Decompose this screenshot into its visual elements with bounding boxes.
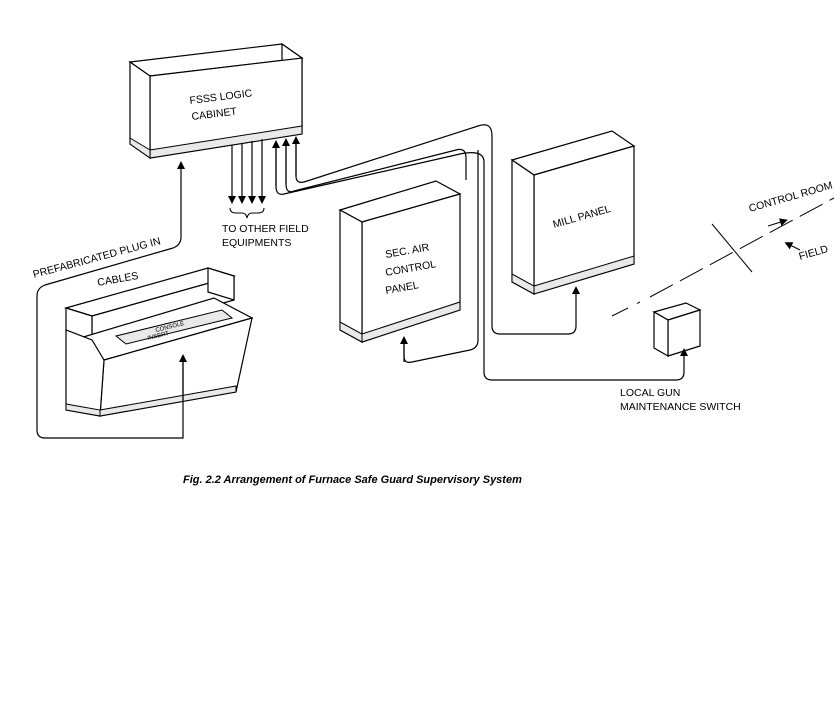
control-room-label: CONTROL ROOM [748,179,834,214]
fsss-label-line2: CABINET [191,105,238,123]
figure-caption: Fig. 2.2 Arrangement of Furnace Safe Gua… [183,474,522,486]
cable-to-mill-panel [295,124,580,335]
gun-switch-label-line2: MAINTENANCE SWITCH [620,401,741,413]
fsss-logic-cabinet: FSSS LOGIC CABINET [128,42,304,160]
brace-icon [229,207,265,219]
boundary-divider [611,197,835,317]
prefab-label-line2: CABLES [96,270,139,289]
cable-to-gun-switch [275,145,688,381]
cable-to-sec-air [285,143,467,193]
field-label: FIELD [798,243,830,263]
to-other-label-line2: EQUIPMENTS [222,237,291,249]
console-insert-line2: INSERT [147,331,170,342]
operator-console: CONSOLE INSERT [63,267,254,417]
to-other-label-line1: TO OTHER FIELD [222,223,309,235]
mill-panel: MILL PANEL [510,130,636,296]
sec-air-label-line3: PANEL [384,279,419,297]
prefab-cable-loop [36,161,185,439]
gun-switch-label-line1: LOCAL GUN [620,387,680,399]
local-gun-maintenance-switch [652,302,702,358]
field-equipment-arrows [228,139,266,219]
sec-air-control-panel: SEC. AIR CONTROL PANEL [338,180,462,344]
prefab-label-line1: PREFABRICATED PLUG IN [32,235,162,281]
